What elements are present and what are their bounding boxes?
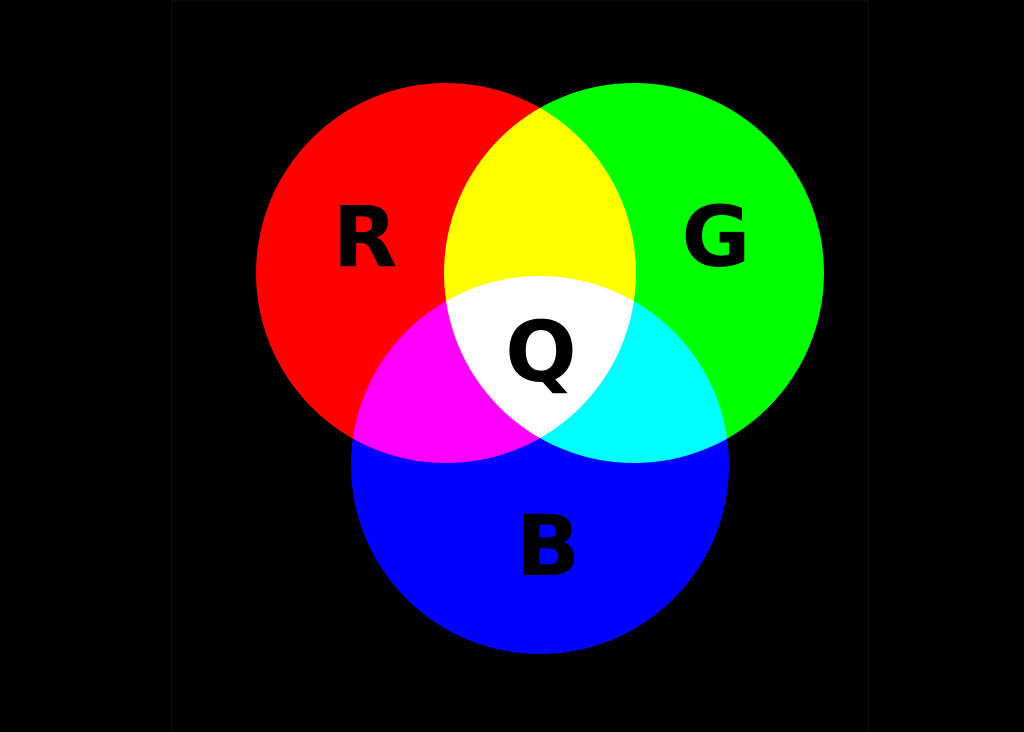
blue-circle (351, 276, 729, 654)
green-label: G (682, 188, 751, 286)
center-label: Q (505, 303, 576, 401)
blue-label: B (516, 497, 580, 595)
red-label: R (333, 188, 398, 286)
